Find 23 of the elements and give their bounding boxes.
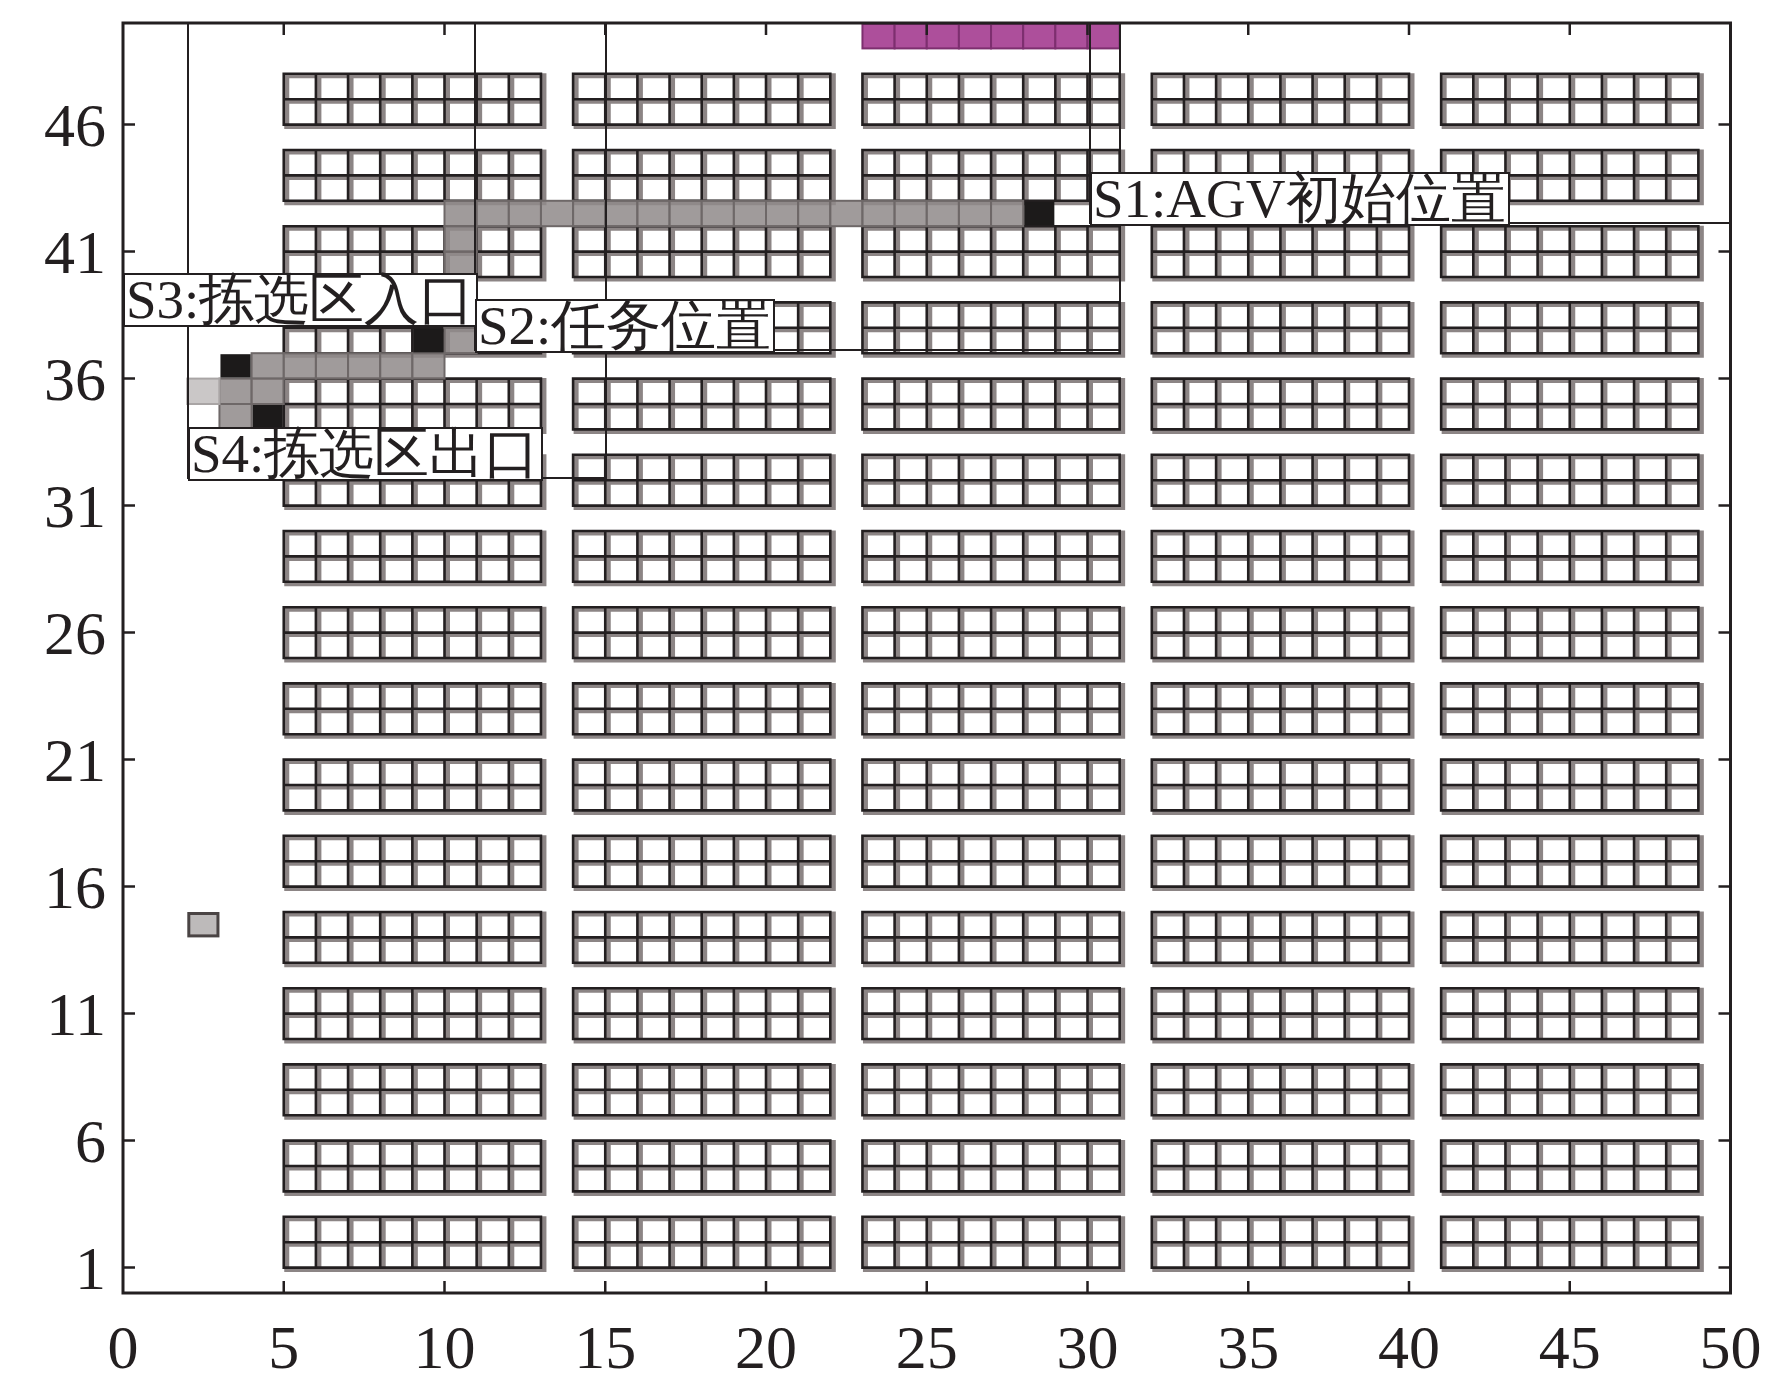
axis-tick-label: 41 bbox=[44, 220, 106, 283]
axis-tick-label: 15 bbox=[574, 1316, 637, 1378]
axis-tick-label: 6 bbox=[75, 1109, 106, 1172]
axis-tick-label: 36 bbox=[44, 347, 106, 410]
axis-tick-label: 25 bbox=[895, 1316, 958, 1378]
axis-tick-label: 35 bbox=[1217, 1316, 1280, 1378]
axis-tick-label: 1 bbox=[75, 1236, 106, 1299]
axis-tick-label: 16 bbox=[44, 855, 106, 918]
annotation-label: S3:拣选区入口 bbox=[123, 273, 479, 327]
axis-tick-label: 46 bbox=[44, 93, 106, 156]
axis-tick-label: 26 bbox=[44, 601, 106, 664]
axis-tick-label: 5 bbox=[268, 1316, 300, 1378]
axis-tick-label: 21 bbox=[44, 728, 106, 791]
axis-tick-label: 0 bbox=[107, 1316, 139, 1378]
axis-tick-label: 11 bbox=[46, 982, 106, 1045]
axis-tick-label: 31 bbox=[44, 474, 106, 537]
axis-tick-label: 30 bbox=[1056, 1316, 1119, 1378]
axis-tick-label: 20 bbox=[735, 1316, 797, 1378]
axis-tick-label: 45 bbox=[1538, 1316, 1601, 1378]
annotation-label: S4:拣选区出口 bbox=[188, 427, 544, 481]
axis-tick-label: 10 bbox=[413, 1316, 476, 1378]
axis-tick-label: 50 bbox=[1699, 1316, 1762, 1378]
axis-tick-label: 40 bbox=[1378, 1316, 1440, 1378]
